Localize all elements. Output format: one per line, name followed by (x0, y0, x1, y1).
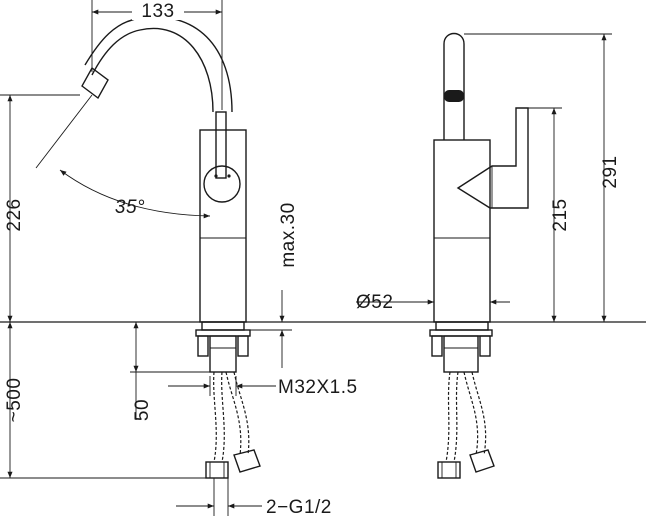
below-deck-label: ~500 (4, 378, 25, 423)
hose-conn-label: 2−G1/2 (266, 497, 332, 517)
dim-hose-conn: 2−G1/2 (176, 478, 332, 517)
dim-shank-length: 50 (130, 322, 210, 421)
dim-thread: M32X1.5 (168, 376, 358, 398)
height-side-label: 215 (550, 198, 571, 231)
dim-spout-reach: 133 (91, 0, 223, 110)
spout-angle-label: 35° (115, 197, 145, 218)
dim-spout-angle: 35° (35, 94, 211, 219)
front-view-faucet (81, 16, 261, 479)
max-deck-label: max.30 (278, 202, 299, 267)
shank-length-label: 50 (132, 399, 153, 421)
dim-base-diameter: Ø52 (356, 290, 510, 313)
base-diameter-label: Ø52 (356, 292, 393, 313)
side-view-faucet (429, 32, 529, 479)
spout-reach-label: 133 (141, 1, 174, 22)
dim-height-side: 215 (528, 107, 571, 322)
dim-total-height: 291 (464, 33, 621, 322)
dim-below-deck: ~500 (0, 322, 206, 479)
dim-max-deck: max.30 (246, 202, 299, 368)
dim-height-front: 226 (0, 94, 80, 322)
thread-label: M32X1.5 (278, 377, 358, 398)
total-height-label: 291 (600, 155, 621, 188)
height-front-label: 226 (4, 198, 25, 231)
